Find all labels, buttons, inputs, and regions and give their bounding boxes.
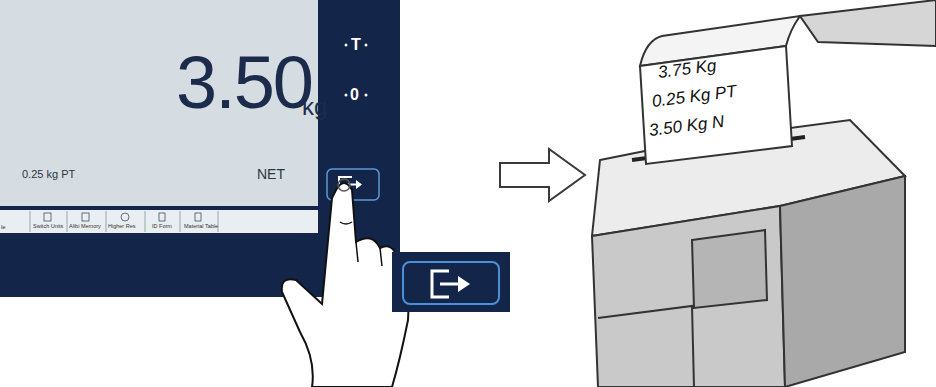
printer-tray — [598, 306, 694, 387]
softkey-label: le — [1, 224, 6, 230]
softkey-label: ID Form — [152, 224, 172, 230]
hand — [282, 183, 410, 387]
printout-line: 0.25 Kg PT — [651, 83, 738, 110]
printout-line: 3.75 Kg — [657, 57, 717, 81]
weighing-terminal: 3.50kg 0.25 kg PT NET — [0, 0, 500, 300]
softkey-label: Alibi Memory — [69, 224, 101, 230]
zoom-button — [403, 262, 499, 304]
printer-side — [780, 176, 905, 387]
hand-creases — [340, 222, 382, 266]
softkey-label: Higher Res — [108, 224, 136, 230]
weight-unit: kg — [302, 95, 327, 119]
softkey-dividers — [30, 211, 218, 232]
display-panel — [0, 0, 318, 206]
key-label: T — [351, 37, 361, 53]
tare-value: 0.25 kg PT — [22, 169, 75, 180]
flow-arrow — [500, 149, 585, 201]
press-ring — [338, 179, 350, 191]
printout-line: 3.50 Kg N — [648, 113, 725, 139]
zoom-panel — [392, 252, 510, 312]
paper-sheet — [640, 46, 792, 164]
printer: 3.75 Kg0.25 Kg PT 3.50 Kg N — [585, 0, 936, 387]
softkey-label: Material Table — [184, 224, 218, 230]
softkey-strip — [0, 210, 318, 233]
zoom-icon — [432, 271, 462, 297]
net-indicator: NET — [257, 167, 285, 181]
paper-tail — [800, 0, 936, 46]
key-label: 0 — [350, 87, 359, 103]
printer-door — [692, 230, 767, 308]
softkey-icons — [44, 213, 201, 221]
printer-front — [592, 206, 785, 387]
print-icon-head — [356, 180, 362, 189]
weight-value: 3.50 — [176, 46, 312, 120]
softkey-label: Switch Units — [33, 224, 63, 230]
zoom-icon-head — [458, 276, 470, 292]
